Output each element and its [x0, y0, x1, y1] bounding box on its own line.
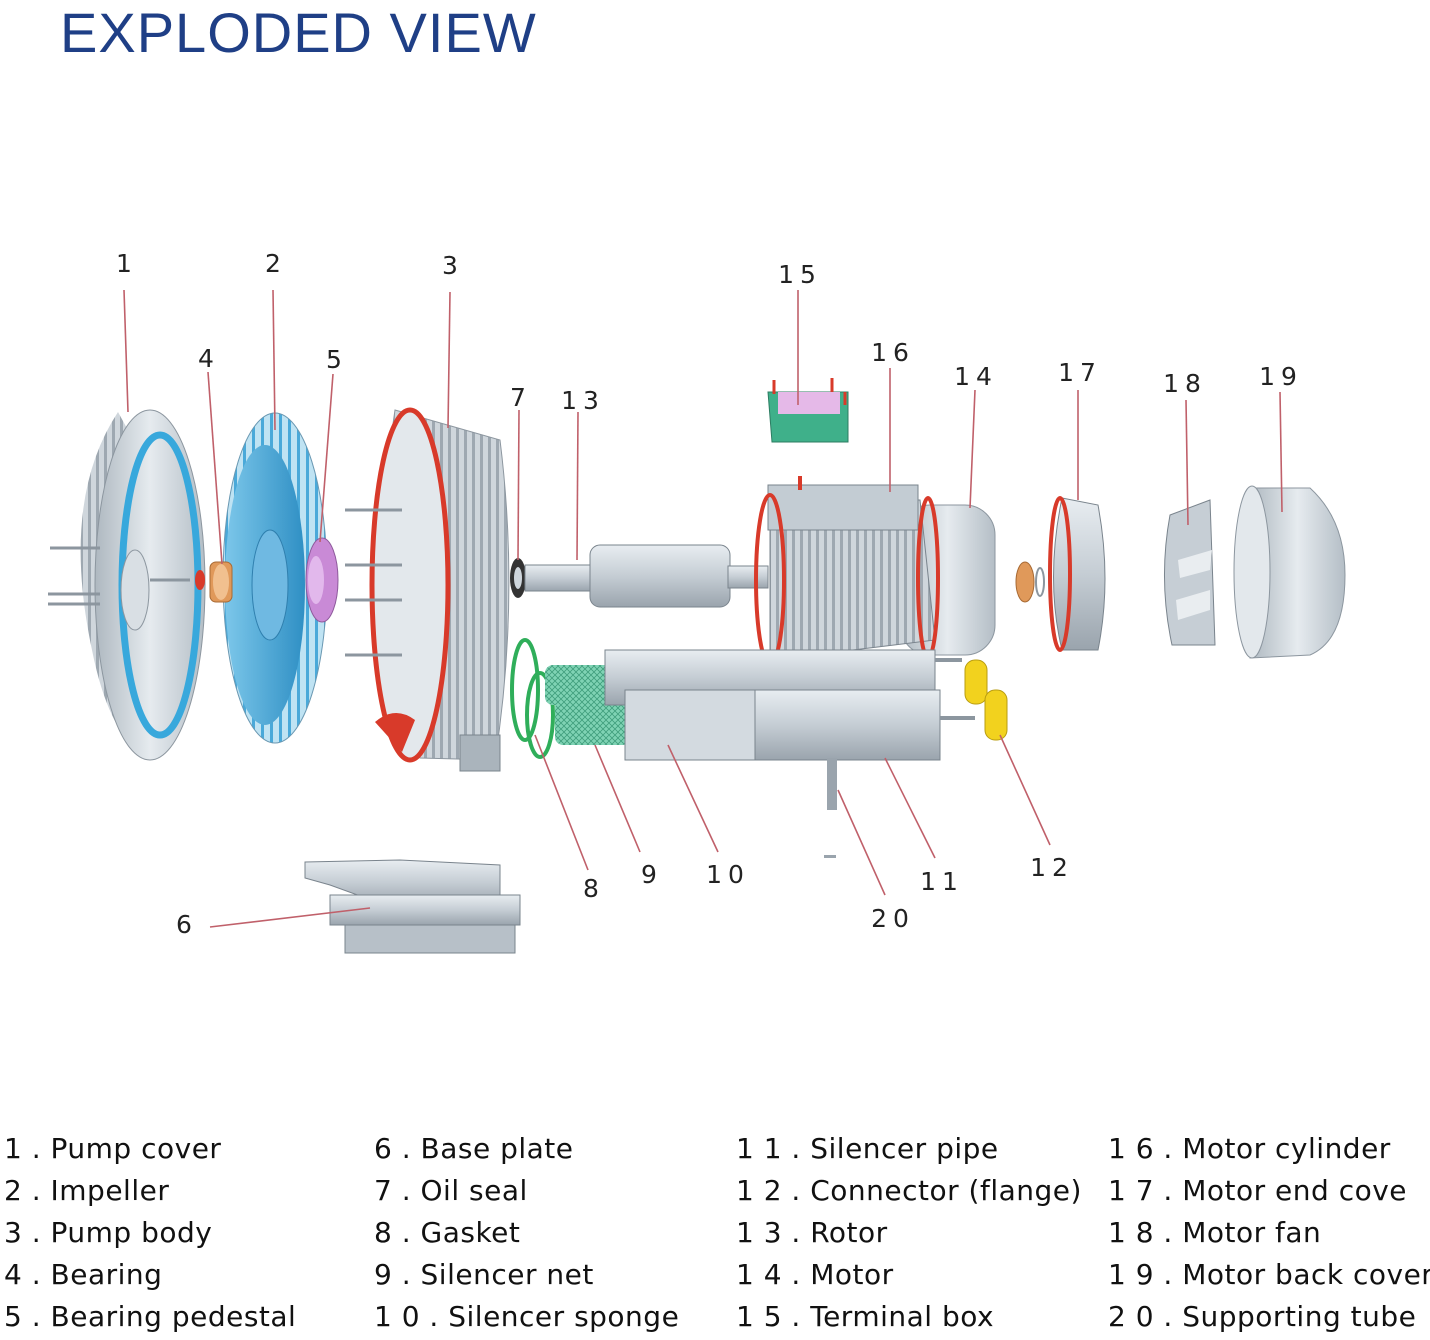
callout-2: 2 — [265, 249, 281, 278]
rotor-part — [524, 544, 769, 608]
legend-item: 3 . Pump body — [4, 1216, 213, 1249]
callout-4: 4 — [198, 344, 214, 373]
callout-5: 5 — [326, 345, 342, 374]
legend-item: 2 0 . Supporting tube — [1108, 1300, 1417, 1333]
page-title: EXPLODED VIEW — [60, 1, 537, 64]
callout-3: 3 — [442, 251, 458, 280]
legend-column-1: 1 . Pump cover 2 . Impeller 3 . Pump bod… — [4, 1128, 384, 1338]
callout-7: 7 — [510, 383, 526, 412]
pump-body-part — [345, 407, 510, 772]
legend-column-2: 6 . Base plate 7 . Oil seal 8 . Gasket 9… — [374, 1128, 754, 1338]
callout-11: 11 — [920, 867, 964, 896]
callout-10: 10 — [706, 860, 750, 889]
legend-item: 1 9 . Motor back cover — [1108, 1258, 1430, 1291]
callout-14: 14 — [954, 362, 998, 391]
callout-8: 8 — [583, 874, 599, 903]
legend-item: 7 . Oil seal — [374, 1174, 528, 1207]
legend-item: 9 . Silencer net — [374, 1258, 594, 1291]
motor-fan-part — [1164, 499, 1216, 646]
legend-item: 4 . Bearing — [4, 1258, 163, 1291]
oil-seal-part — [510, 558, 526, 598]
leader-lines — [123, 289, 1283, 928]
legend-item: 8 . Gasket — [374, 1216, 521, 1249]
gasket-part — [510, 638, 555, 759]
impeller-part — [222, 412, 328, 744]
parts-legend: 1 . Pump cover 2 . Impeller 3 . Pump bod… — [0, 1128, 1430, 1340]
bearing-part — [195, 561, 233, 603]
motor-back-cover-part — [1233, 485, 1346, 659]
legend-item: 1 . Pump cover — [4, 1132, 222, 1165]
pump-cover-part — [48, 409, 206, 761]
callout-16: 16 — [871, 338, 915, 367]
legend-item: 1 7 . Motor end cove — [1108, 1174, 1408, 1207]
legend-column-3: 1 1 . Silencer pipe 1 2 . Connector (fla… — [736, 1128, 1116, 1338]
legend-item: 1 6 . Motor cylinder — [1108, 1132, 1391, 1165]
callout-6: 6 — [176, 910, 192, 939]
connector-part — [964, 659, 1008, 741]
legend-item: 1 1 . Silencer pipe — [736, 1132, 999, 1165]
legend-item: 1 5 . Terminal box — [736, 1300, 995, 1333]
legend-item: 1 3 . Rotor — [736, 1216, 888, 1249]
legend-item: 1 4 . Motor — [736, 1258, 894, 1291]
silencer-net-part — [545, 665, 630, 745]
callout-1: 1 — [116, 249, 132, 278]
legend-item: 6 . Base plate — [374, 1132, 574, 1165]
callout-15: 15 — [778, 260, 822, 289]
legend-item: 1 2 . Connector (flange) — [736, 1174, 1082, 1207]
base-plate-part — [304, 859, 521, 954]
callout-19: 19 — [1259, 362, 1303, 391]
legend-item: 1 8 . Motor fan — [1108, 1216, 1322, 1249]
bearing-pedestal-part — [305, 537, 339, 623]
callout-12: 12 — [1030, 853, 1074, 882]
legend-item: 1 0 . Silencer sponge — [374, 1300, 680, 1333]
exploded-view-diagram: 1 2 3 4 5 6 7 8 9 10 11 12 13 14 15 16 1… — [48, 249, 1346, 954]
callout-17: 17 — [1058, 358, 1102, 387]
callout-13: 13 — [561, 386, 605, 415]
callout-20: 20 — [871, 904, 915, 933]
motor-end-cover-part — [1015, 496, 1106, 652]
supporting-tube-part — [824, 758, 837, 858]
callout-18: 18 — [1163, 369, 1207, 398]
motor-part — [754, 476, 996, 667]
legend-column-4: 1 6 . Motor cylinder 1 7 . Motor end cov… — [1108, 1128, 1430, 1338]
legend-item: 2 . Impeller — [4, 1174, 170, 1207]
silencer-pipe-part — [604, 649, 975, 761]
terminal-box-part — [767, 378, 849, 443]
callout-numbers: 1 2 3 4 5 6 7 8 9 10 11 12 13 14 15 16 1… — [116, 249, 1303, 939]
callout-9: 9 — [641, 860, 657, 889]
legend-item: 5 . Bearing pedestal — [4, 1300, 297, 1333]
